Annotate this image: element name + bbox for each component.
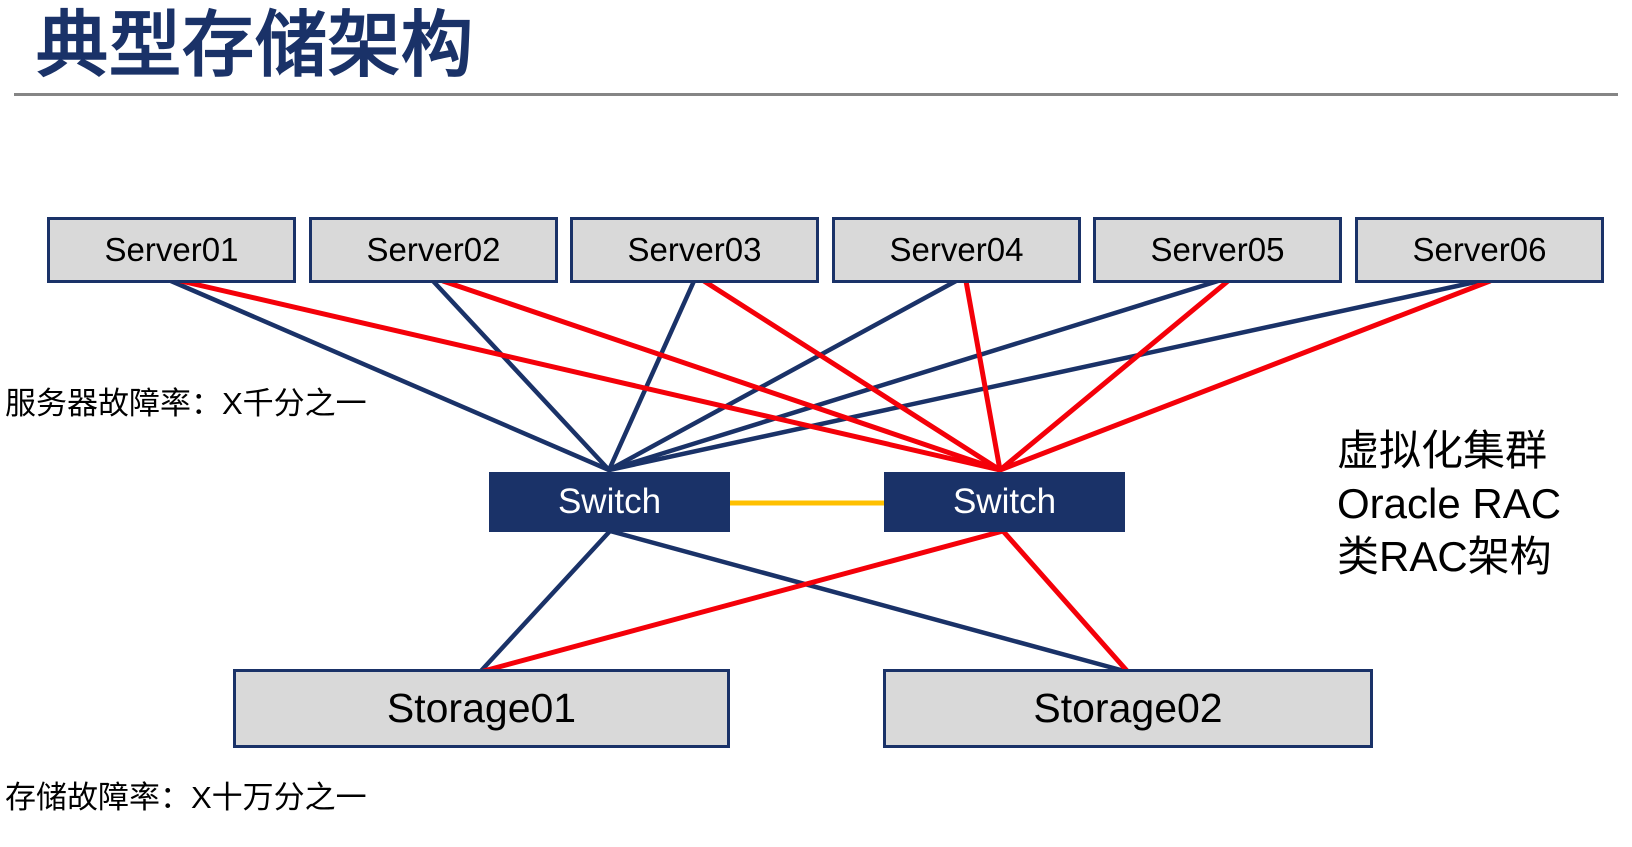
link-switch-a-storage01 xyxy=(477,528,613,675)
cluster-note-line-1: 虚拟化集群 xyxy=(1337,427,1548,474)
cluster-note: 虚拟化集群 Oracle RAC 类RAC架构 xyxy=(1337,424,1561,583)
title-divider xyxy=(14,93,1618,96)
link-server04-switch-a xyxy=(606,278,959,473)
server05-label: Server05 xyxy=(1150,231,1285,268)
link-server04-switch-b xyxy=(963,278,1003,473)
link-switch-b-storage02 xyxy=(1000,528,1131,675)
server04-label: Server04 xyxy=(889,231,1024,268)
storage01-box: Storage01 xyxy=(233,669,730,748)
server03-label: Server03 xyxy=(627,231,762,268)
server06-box: Server06 xyxy=(1355,217,1604,283)
link-server06-switch-b xyxy=(997,278,1493,473)
switch-right-box: Switch xyxy=(884,472,1125,532)
switch-left-label: Switch xyxy=(557,482,662,521)
switch-right-label: Switch xyxy=(952,482,1057,521)
server01-label: Server01 xyxy=(104,231,239,268)
link-server06-switch-a xyxy=(606,278,1483,473)
link-switch-b-storage01 xyxy=(477,528,1006,675)
server02-box: Server02 xyxy=(309,217,558,283)
link-server05-switch-a xyxy=(606,278,1221,473)
server-failure-rate-note: 服务器故障率：X千分之一 xyxy=(5,386,367,421)
storage02-box: Storage02 xyxy=(883,669,1373,748)
server05-box: Server05 xyxy=(1093,217,1342,283)
link-server03-switch-b xyxy=(701,278,1003,473)
cluster-note-line-3: 类RAC架构 xyxy=(1337,533,1552,580)
link-server01-switch-a xyxy=(168,278,612,473)
link-switch-a-storage02 xyxy=(607,528,1131,675)
server03-box: Server03 xyxy=(570,217,819,283)
link-server02-switch-b xyxy=(440,278,1003,473)
link-server05-switch-b xyxy=(997,278,1231,473)
link-server03-switch-a xyxy=(606,278,697,473)
cluster-note-line-2: Oracle RAC xyxy=(1337,480,1562,527)
switch-left-box: Switch xyxy=(489,472,730,532)
server02-label: Server02 xyxy=(366,231,501,268)
server01-box: Server01 xyxy=(47,217,296,283)
link-server01-switch-b xyxy=(178,278,1003,473)
server06-label: Server06 xyxy=(1412,231,1547,268)
page-title: 典型存储架构 xyxy=(36,6,475,86)
link-server02-switch-a xyxy=(430,278,612,473)
storage-failure-rate-note: 存储故障率：X十万分之一 xyxy=(5,780,367,815)
storage01-label: Storage01 xyxy=(386,685,577,731)
server04-box: Server04 xyxy=(832,217,1081,283)
storage02-label: Storage02 xyxy=(1033,685,1223,731)
